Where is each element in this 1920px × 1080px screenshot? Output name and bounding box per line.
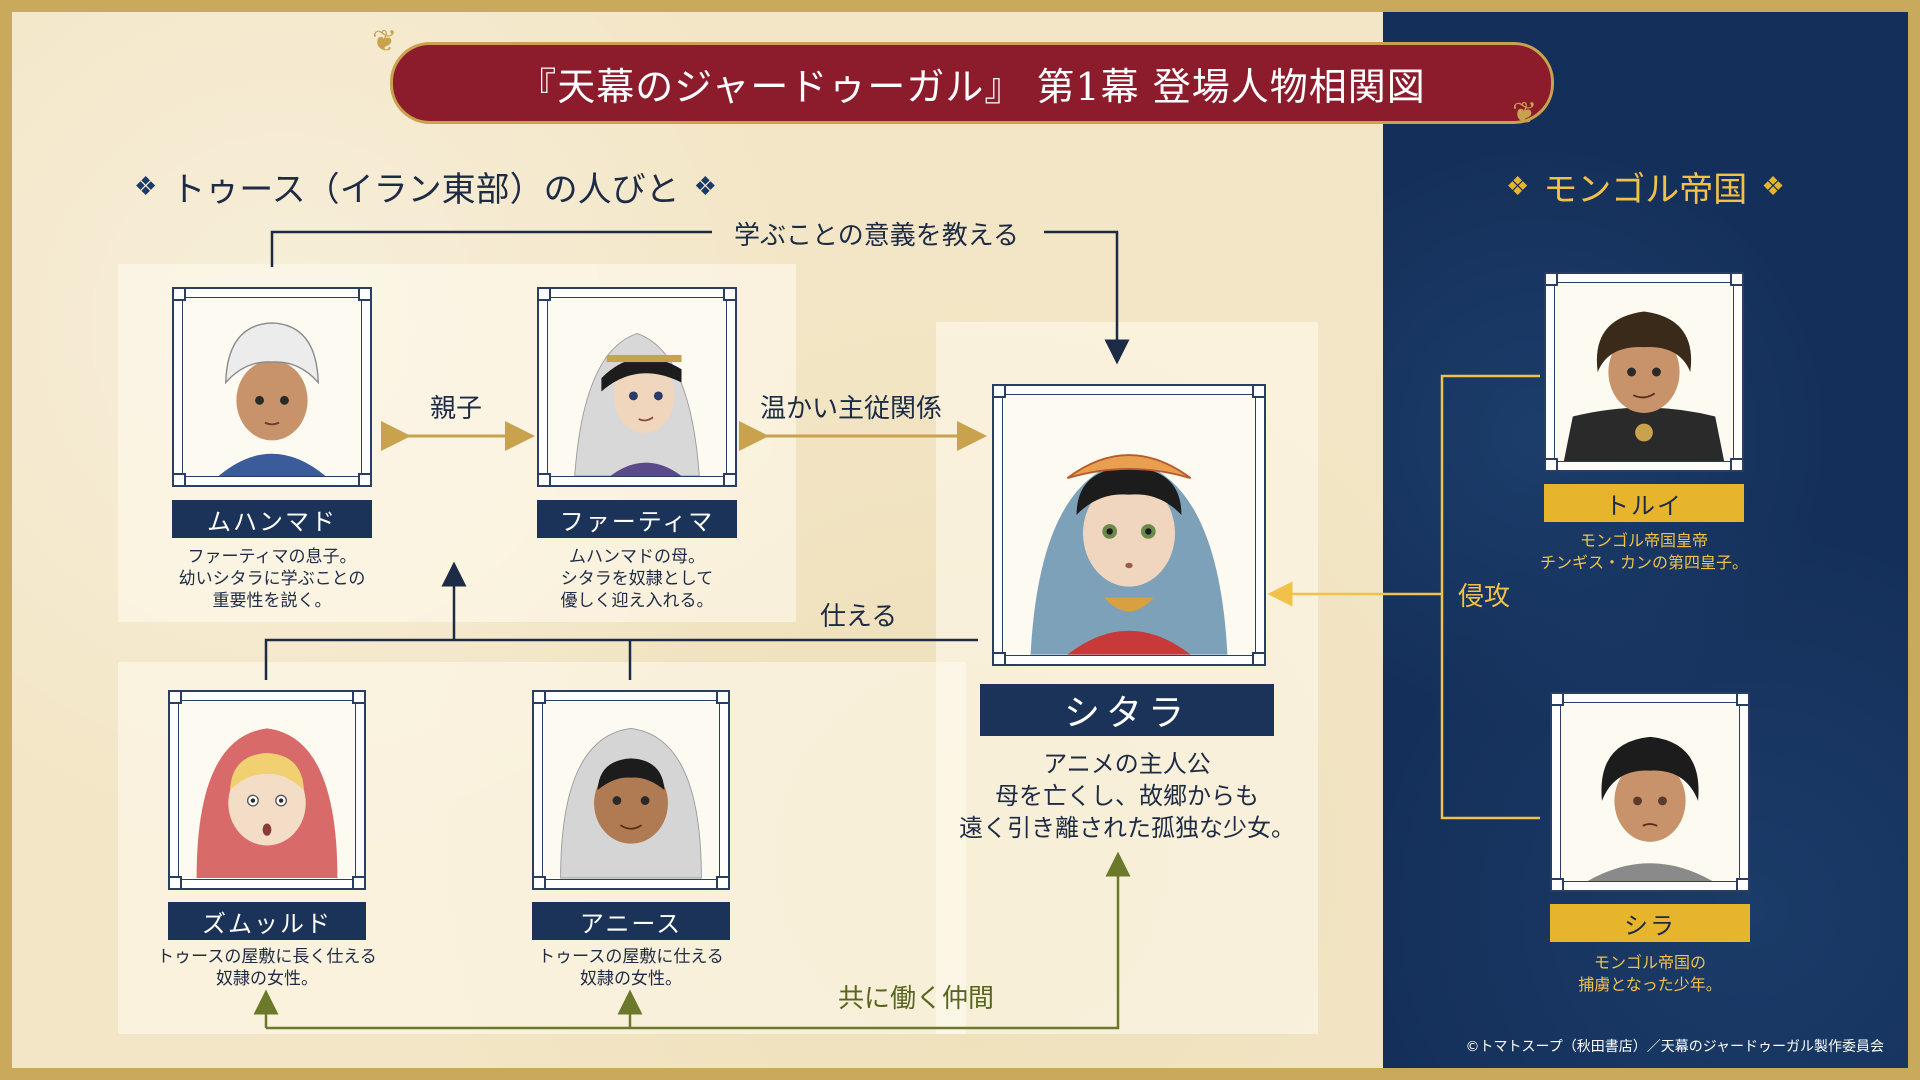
portrait-zumurrud <box>168 690 366 890</box>
section-header-tus: ❖ トゥース（イラン東部）の人びと ❖ <box>120 162 731 211</box>
section-title-mongol: モンゴル帝国 <box>1543 170 1748 210</box>
tolui-illustration <box>1555 283 1733 461</box>
portrait-anis <box>532 690 730 890</box>
mongol-background <box>1383 12 1908 1068</box>
desc-tolui: モンゴル帝国皇帝チンギス・カンの第四皇子。 <box>1539 531 1748 572</box>
section-header-mongol: ❖ モンゴル帝国 ❖ <box>1492 162 1799 211</box>
copyright-notice: ©トマトスープ（秋田書店）／天幕のジャードゥーガル製作委員会 <box>1465 1039 1884 1055</box>
name-sitara: シタラ <box>980 684 1274 736</box>
desc-muhammad: ファーティマの息子。幼いシタラに学ぶことの重要性を説く。 <box>178 547 366 611</box>
relation-label-serve: 仕える <box>820 602 898 632</box>
shira-illustration <box>1561 703 1739 881</box>
name-tolui: トルイ <box>1544 484 1744 522</box>
relation-label-parent-child: 親子 <box>430 394 483 424</box>
desc-sitara: アニメの主人公母を亡くし、故郷からも遠く引き離された孤独な少女。 <box>959 750 1295 842</box>
portrait-tolui <box>1544 272 1744 472</box>
desc-zumurrud: トゥースの屋敷に長く仕える奴隷の女性。 <box>157 947 377 989</box>
ornament-icon: ❖ <box>134 171 158 202</box>
title-ornament-right-icon: ❦ <box>1512 96 1538 131</box>
ornament-icon: ❖ <box>1506 171 1530 202</box>
name-anis: アニース <box>532 902 730 940</box>
muhammad-illustration <box>183 298 361 476</box>
title-ornament-left-icon: ❦ <box>372 24 398 59</box>
portrait-shira <box>1550 692 1750 892</box>
zumurrud-illustration <box>179 702 355 878</box>
ornament-icon: ❖ <box>693 171 717 202</box>
anis-illustration <box>543 702 719 879</box>
section-title-tus: トゥース（イラン東部）の人びと <box>171 170 680 210</box>
ornament-icon: ❖ <box>1761 171 1785 202</box>
name-fatima: ファーティマ <box>537 500 737 538</box>
name-zumurrud: ズムッルド <box>168 902 366 940</box>
portrait-muhammad <box>172 287 372 487</box>
fatima-illustration <box>548 298 726 476</box>
relation-label-coworkers: 共に働く仲間 <box>838 984 995 1014</box>
diagram-frame: ❦ 『天幕のジャードゥーガル』 第1幕 登場人物相関図 ❦ ❖ トゥース（イラン… <box>12 12 1908 1068</box>
desc-shira: モンゴル帝国の捕虜となった少年。 <box>1578 953 1722 994</box>
relation-label-teach: 学ぶことの意義を教える <box>734 221 1019 251</box>
name-shira: シラ <box>1550 904 1750 942</box>
desc-anis: トゥースの屋敷に仕える奴隷の女性。 <box>538 947 724 989</box>
desc-fatima: ムハンマドの母。シタラを奴隷として優しく迎え入れる。 <box>560 547 714 611</box>
relation-label-invade: 侵攻 <box>1458 582 1511 612</box>
portrait-fatima <box>537 287 737 487</box>
page-title: 『天幕のジャードゥーガル』 第1幕 登場人物相関図 <box>518 64 1426 109</box>
sitara-illustration <box>1003 395 1255 655</box>
relation-lines <box>253 230 1540 1030</box>
portrait-sitara <box>992 384 1266 666</box>
title-banner: 『天幕のジャードゥーガル』 第1幕 登場人物相関図 <box>390 42 1554 124</box>
relation-label-warm-master: 温かい主従関係 <box>760 394 943 424</box>
name-muhammad: ムハンマド <box>172 500 372 538</box>
